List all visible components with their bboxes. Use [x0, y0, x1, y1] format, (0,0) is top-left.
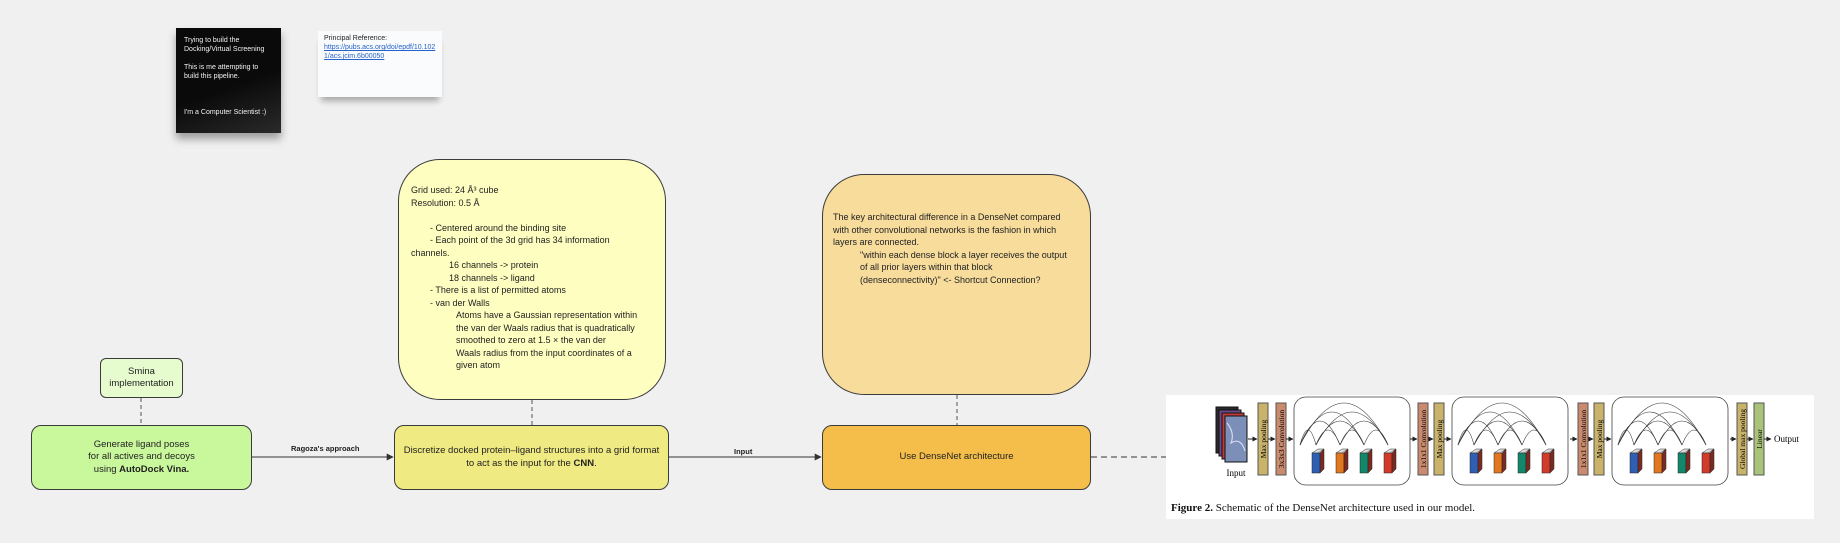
sticky-note-author[interactable]: Trying to build the Docking/Virtual Scre… — [176, 28, 281, 133]
figure-caption: Figure 2. Schematic of the DenseNet arch… — [1171, 502, 1475, 514]
grid-note-line: - Each point of the 3d grid has 34 infor… — [430, 235, 610, 245]
grid-note-line: channels. — [411, 247, 450, 258]
dense-note-line: of all prior layers within that block — [860, 262, 993, 272]
max-pooling-label: Max pooling — [1595, 419, 1604, 458]
grid-note-line: given atom — [456, 360, 501, 370]
discretize-grid-box[interactable]: Discretize docked protein–ligand structu… — [394, 425, 669, 490]
dense-note-line: The key architectural difference in a De… — [833, 212, 1061, 222]
grid-note-line: the van der Waals radius that is quadrat… — [456, 322, 635, 333]
densenet-schematic-figure: Input Max pooling 3x3x3 Convolution 1x1x… — [1166, 395, 1814, 519]
grid-note-line: - There is a list of permitted atoms — [430, 285, 566, 295]
dense-block — [1611, 396, 1729, 486]
densenet-label: Use DenseNet architecture — [899, 451, 1014, 463]
densenet-details-lines: The key architectural difference in a De… — [833, 211, 1080, 286]
input-volume-icon — [1215, 406, 1248, 463]
generate-using-text: using — [93, 463, 120, 475]
grid-note-line — [411, 209, 653, 222]
generate-line-1: Generate ligand poses — [93, 438, 190, 450]
densenet-details-note[interactable]: The key architectural difference in a De… — [822, 174, 1091, 395]
generate-ligand-poses-box[interactable]: Generate ligand poses for all actives an… — [31, 425, 252, 490]
use-densenet-box[interactable]: Use DenseNet architecture — [822, 425, 1091, 490]
grid-note-line: 16 channels -> protein — [449, 260, 539, 270]
figure-caption-number: Figure 2. — [1171, 502, 1213, 514]
linear-label: Linear — [1755, 429, 1764, 449]
grid-note-line: - van der Walls — [430, 297, 490, 308]
discretize-text: Discretize docked protein–ligand structu… — [401, 445, 662, 470]
max-pooling-label: Max pooling — [1259, 419, 1268, 458]
dense-note-line: (denseconnectivity)" <- Shortcut Connect… — [860, 274, 1041, 285]
cnn-label: CNN — [573, 457, 595, 469]
reference-link[interactable]: https://pubs.acs.org/doi/epdf/10.1021/ac… — [324, 44, 436, 60]
grid-note-line: smoothed to zero at 1.5 × the van der — [456, 335, 606, 345]
max-pooling-label: Max pooling — [1435, 419, 1444, 458]
conv1-label: 1x1x1 Convolution — [1579, 410, 1588, 468]
grid-note-line: Resolution: 0.5 Å — [411, 197, 480, 208]
dense-note-line: layers are connected. — [833, 237, 920, 247]
grid-note-line: Atoms have a Gaussian representation wit… — [456, 310, 638, 320]
sticky-note-reference[interactable]: Principal Reference: https://pubs.acs.or… — [318, 31, 442, 97]
generate-line-3: using AutoDock Vina. — [88, 464, 195, 477]
dense-note-line: "within each dense block a layer receive… — [860, 249, 1067, 260]
dense-block — [1293, 396, 1411, 486]
autodock-vina-label: AutoDock Vina. — [119, 463, 190, 475]
ragoza-approach-label: Ragoza's approach — [291, 444, 360, 453]
figure-input-label: Input — [1227, 468, 1246, 478]
dense-block — [1451, 396, 1569, 486]
dense-note-line: with other convolutional networks is the… — [833, 224, 1057, 235]
sticky-line-author: I'm a Computer Scientist :) — [184, 109, 267, 116]
conv3-label: 3x3x3 Convolution — [1277, 410, 1286, 468]
grid-note-line: 18 channels -> ligand — [449, 272, 535, 283]
grid-note-line: - Centered around the binding site — [430, 222, 567, 233]
generate-line-2: for all actives and decoys — [88, 451, 195, 463]
sticky-line-title: Trying to build the Docking/Virtual Scre… — [184, 37, 265, 53]
figure-output-label: Output — [1774, 434, 1800, 444]
grid-note-line: Waals radius from the input coordinates … — [456, 347, 632, 358]
discretize-description: Discretize docked protein–ligand structu… — [403, 445, 660, 469]
conv1-label: 1x1x1 Convolution — [1419, 410, 1428, 468]
global-max-pooling-label: Global max pooling — [1738, 409, 1747, 469]
smina-implementation-label: implementation — [109, 378, 174, 389]
grid-note-line: Grid used: 24 Å³ cube — [411, 185, 499, 195]
figure-caption-text: Schematic of the DenseNet architecture u… — [1212, 502, 1476, 514]
smina-implementation-box[interactable]: Smina implementation — [100, 358, 183, 398]
densenet-schematic: Input Max pooling 3x3x3 Convolution 1x1x… — [1215, 396, 1800, 486]
sticky-line-attempt: This is me attempting to build this pipe… — [184, 64, 259, 80]
discretize-suffix: . — [594, 457, 597, 469]
smina-label: Smina — [128, 365, 155, 377]
dense-blocks — [1293, 396, 1729, 486]
input-connector-label: Input — [734, 447, 753, 456]
reference-heading: Principal Reference: — [324, 35, 388, 42]
